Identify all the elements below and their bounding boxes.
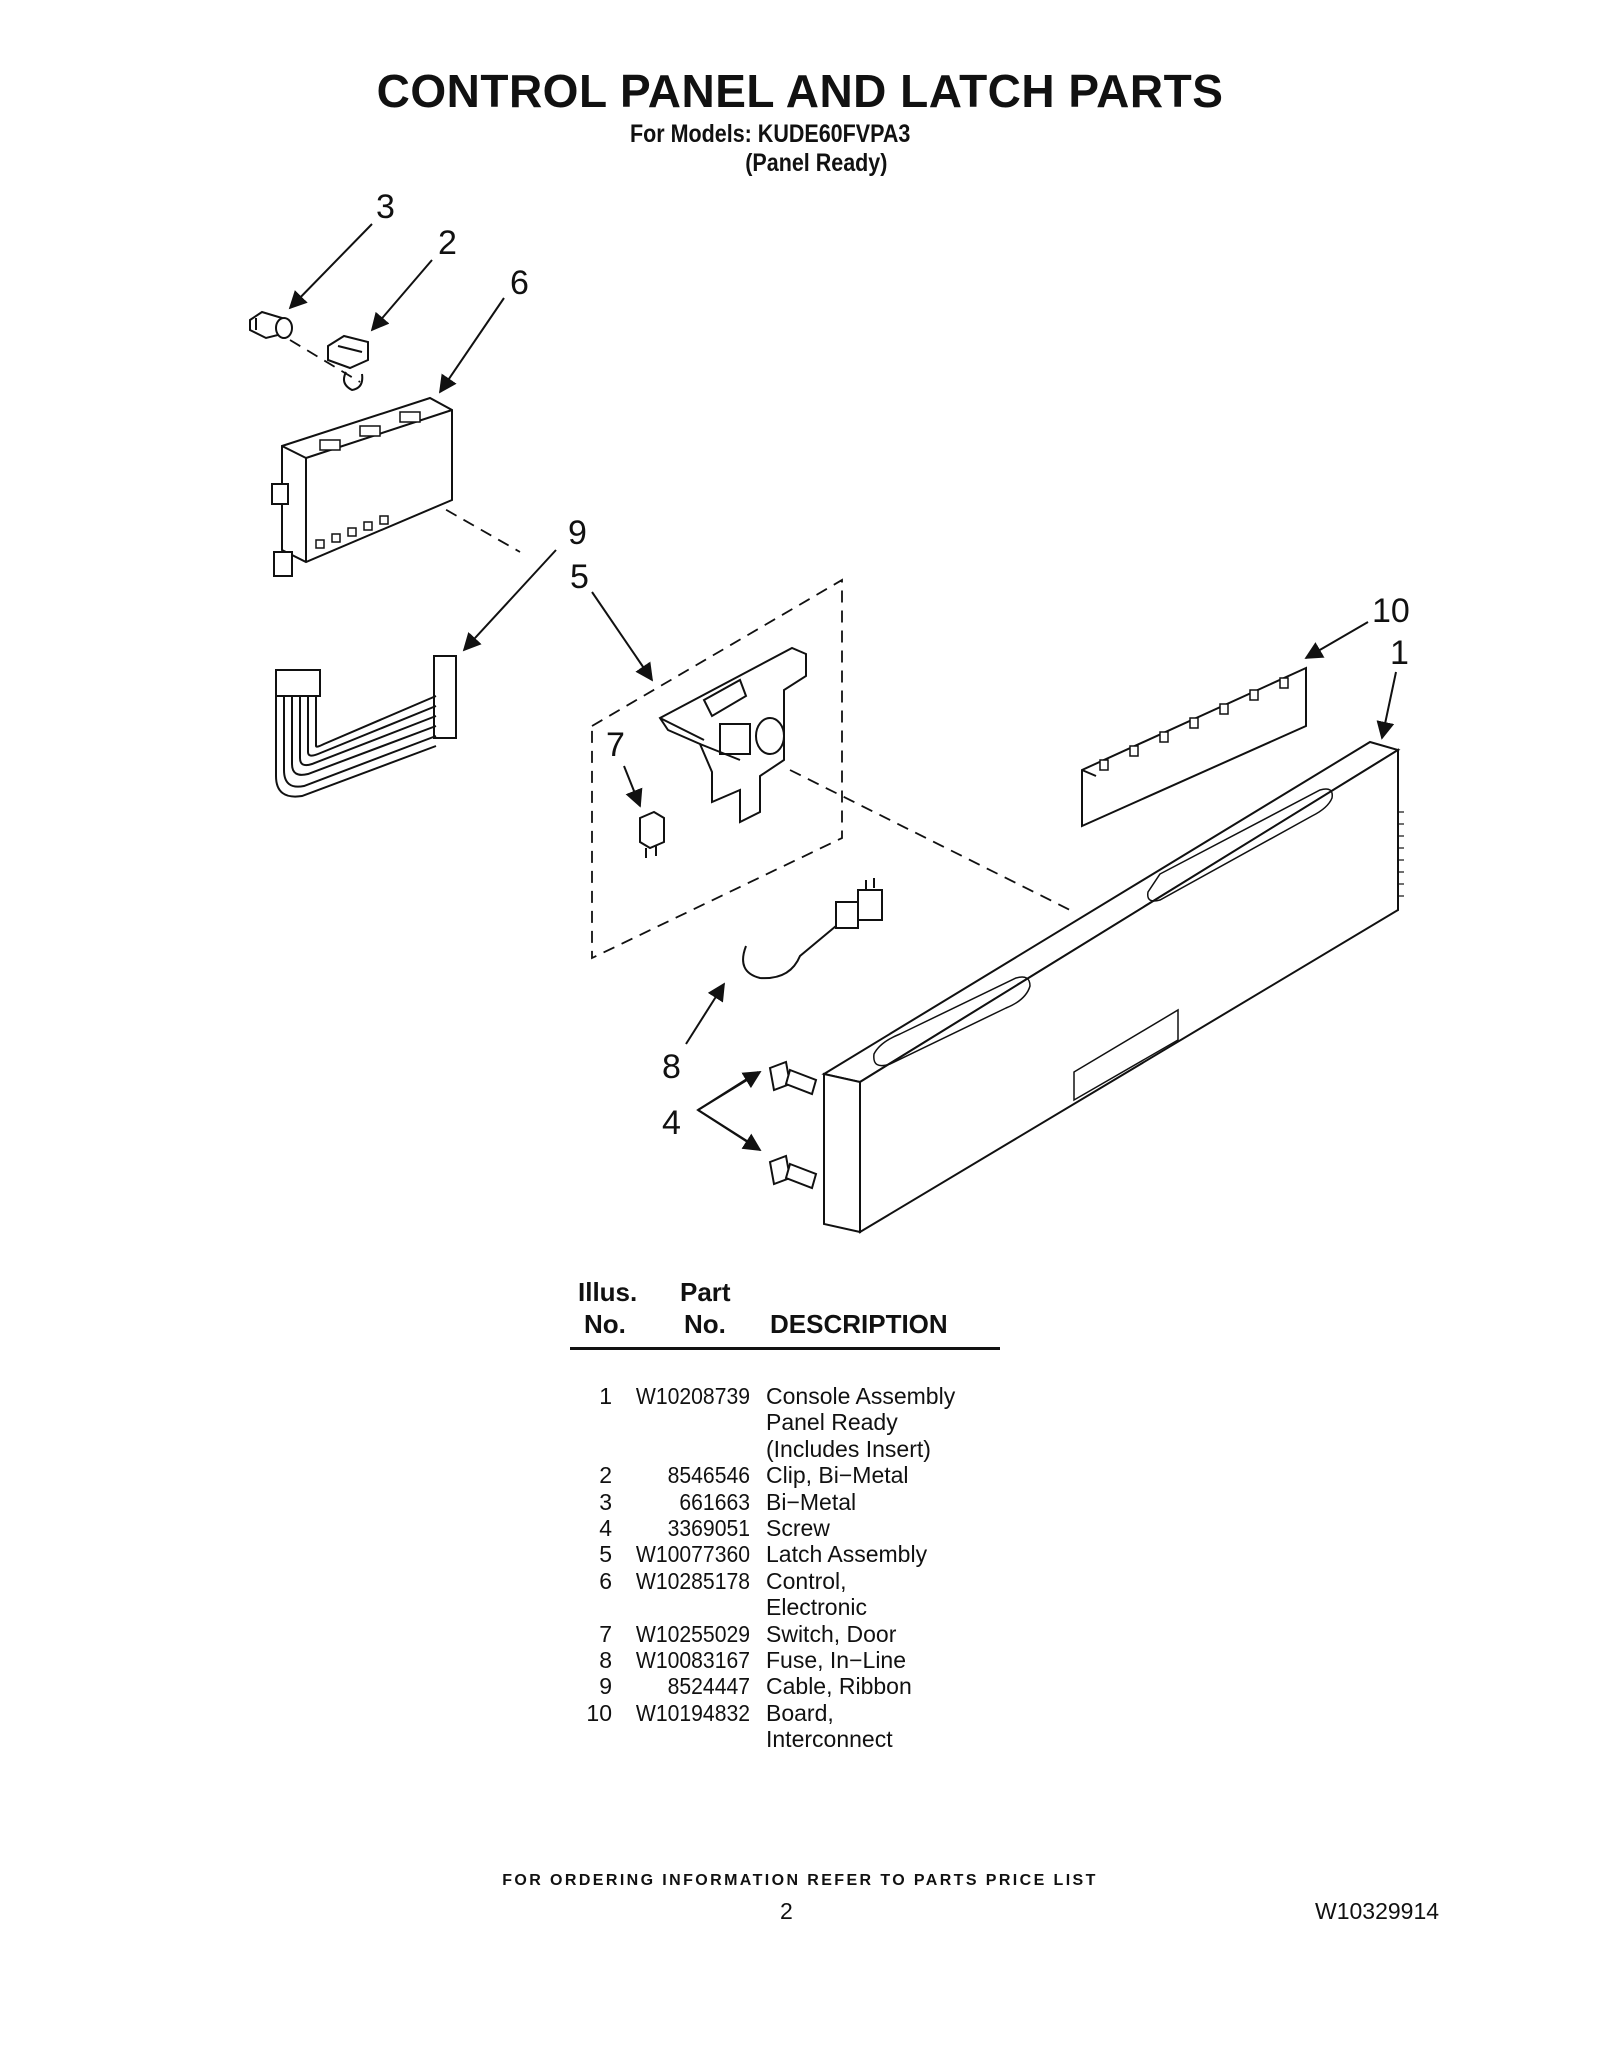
callout-10: 10 (1372, 592, 1410, 630)
clip-part (327, 334, 369, 392)
callout-1: 1 (1390, 634, 1409, 672)
table-row: 5 W10077360 Latch Assembly (0, 1541, 1600, 1567)
part-number: 661663 (679, 1488, 750, 1515)
header-part-line1: Part (680, 1277, 731, 1307)
model-info: For Models: KUDE60FVPA3 (Panel Ready) (630, 120, 910, 178)
leader-10 (1304, 621, 1369, 659)
leader-2 (370, 259, 433, 332)
part-description: Screw (766, 1515, 830, 1542)
table-row: 6 W10285178 Control, Electronic (0, 1568, 1600, 1621)
table-row: 3 661663 Bi−Metal (0, 1489, 1600, 1515)
part-number: W10083167 (635, 1647, 750, 1674)
console-assembly-part (821, 740, 1404, 1234)
ordering-note: FOR ORDERING INFORMATION REFER TO PARTS … (502, 1872, 1098, 1889)
leader-8 (685, 982, 725, 1045)
part-description: Switch, Door (766, 1620, 897, 1647)
page-number: 2 (780, 1898, 793, 1924)
table-row: 9 8524447 Cable, Ribbon (0, 1673, 1600, 1699)
callout-6: 6 (510, 264, 529, 302)
leader-1 (1376, 671, 1397, 740)
bi-metal-part (249, 310, 293, 340)
callout-5: 5 (570, 558, 589, 596)
leader-3 (288, 223, 373, 310)
part-number: W10194832 (635, 1699, 750, 1726)
part-description: Clip, Bi−Metal (766, 1462, 909, 1489)
table-row: 10 W10194832 Board, Interconnect (0, 1700, 1600, 1753)
callout-9: 9 (568, 514, 587, 552)
leader-7 (623, 765, 643, 808)
illus-number: 3 (599, 1488, 612, 1515)
leader-9 (462, 549, 557, 652)
parts-table-header: Illus. No. Part No. DESCRIPTION (570, 1277, 1000, 1350)
leader-4 (696, 1071, 759, 1149)
part-number: W10077360 (635, 1541, 750, 1568)
leader-6 (438, 297, 505, 394)
part-description: Latch Assembly (766, 1541, 928, 1568)
in-line-fuse-part (742, 878, 883, 980)
table-row: 8 W10083167 Fuse, In−Line (0, 1647, 1600, 1673)
illus-number: 1 (599, 1383, 612, 1409)
part-description: Control, Electronic (766, 1567, 867, 1621)
exploded-parts-diagram: 3 2 6 9 5 10 1 7 8 4 (249, 188, 1410, 1234)
callout-7: 7 (606, 726, 625, 764)
callout-4: 4 (662, 1104, 681, 1142)
ribbon-cable-part (275, 655, 457, 798)
header-description: DESCRIPTION (770, 1309, 948, 1339)
illus-number: 8 (599, 1647, 612, 1674)
part-number: 8546546 (667, 1462, 750, 1489)
illus-number: 5 (599, 1541, 612, 1568)
illus-number: 4 (599, 1515, 612, 1542)
illus-number: 7 (599, 1620, 612, 1647)
part-number: 8524447 (667, 1673, 750, 1700)
leader-5 (591, 591, 654, 682)
model-variant: (Panel Ready) (745, 149, 888, 177)
model-line: For Models: KUDE60FVPA3 (630, 120, 911, 148)
illus-number: 10 (586, 1699, 612, 1726)
latch-assembly-boundary (591, 578, 843, 960)
electronic-control-part (271, 396, 453, 577)
part-number: W10285178 (635, 1567, 750, 1594)
table-row: 1 W10208739 Console Assembly Panel Ready… (0, 1383, 1600, 1462)
table-row: 4 3369051 Screw (0, 1515, 1600, 1541)
callout-3: 3 (376, 188, 395, 226)
part-description: Cable, Ribbon (766, 1673, 912, 1700)
header-illus-line1: Illus. (578, 1277, 638, 1307)
illus-number: 9 (599, 1673, 612, 1700)
callout-8: 8 (662, 1048, 681, 1086)
screw-part (768, 1060, 818, 1190)
document-number: W10329914 (1315, 1898, 1440, 1924)
part-description: Board, Interconnect (766, 1699, 893, 1753)
page-title: CONTROL PANEL AND LATCH PARTS (376, 65, 1224, 117)
illus-number: 6 (599, 1567, 612, 1594)
table-row: 7 W10255029 Switch, Door (0, 1621, 1600, 1647)
illus-number: 2 (599, 1462, 612, 1489)
header-part-line2: No. (684, 1309, 726, 1339)
part-description: Console Assembly Panel Ready (Includes I… (766, 1383, 956, 1462)
header-illus-line2: No. (584, 1309, 626, 1339)
part-number: 3369051 (667, 1515, 750, 1542)
part-number: W10255029 (635, 1620, 750, 1647)
part-number: W10208739 (635, 1383, 750, 1409)
latch-assembly-part (658, 646, 807, 824)
part-description: Fuse, In−Line (766, 1647, 907, 1674)
part-description: Bi−Metal (766, 1488, 857, 1515)
table-row: 2 8546546 Clip, Bi−Metal (0, 1462, 1600, 1488)
callout-2: 2 (438, 224, 457, 262)
interconnect-board-part (1081, 666, 1307, 828)
parts-table-body: 1 W10208739 Console Assembly Panel Ready… (0, 1383, 1600, 1753)
door-switch-part (639, 810, 665, 858)
